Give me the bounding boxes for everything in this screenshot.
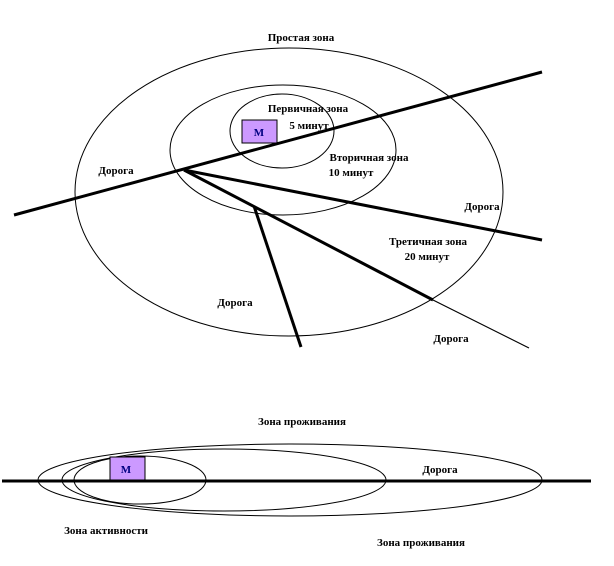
store-label-bottom: М	[121, 464, 132, 476]
store-label: М	[254, 127, 265, 139]
road-label-southeast: Дорога	[433, 333, 469, 345]
residence-zone-label-top: Зона проживания	[258, 416, 346, 428]
tertiary-zone-time: 20 минут	[405, 251, 450, 263]
store-marker-bottom: М	[109, 456, 146, 481]
outer-zone-ellipse	[74, 47, 504, 337]
road-label-south: Дорога	[217, 297, 253, 309]
outer-zone-label: Простая зона	[268, 32, 335, 44]
activity-zone-label: Зона активности	[64, 525, 149, 537]
primary-zone-label: Первичная зона	[268, 103, 349, 115]
road-label-east: Дорога	[464, 201, 500, 213]
secondary-zone-time: 10 минут	[329, 167, 374, 179]
store-box	[241, 119, 278, 144]
secondary-zone-label: Вторичная зона	[330, 152, 409, 164]
store-box-bottom	[109, 456, 146, 481]
store-marker: М	[241, 119, 278, 144]
road-south	[252, 205, 303, 348]
road-label-bottom: Дорога	[422, 464, 458, 476]
road-main	[13, 70, 543, 217]
primary-zone-time: 5 минут	[289, 120, 329, 132]
tertiary-zone-label: Третичная зона	[389, 236, 468, 248]
primary-zone-ellipse	[229, 93, 335, 169]
road-label-west: Дорога	[98, 165, 134, 177]
road-southeast-extension	[432, 299, 530, 349]
road-east	[183, 168, 543, 242]
road-southeast	[183, 168, 434, 302]
residence-zone-label-bottom: Зона проживания	[377, 537, 465, 549]
secondary-zone-ellipse	[169, 84, 397, 216]
